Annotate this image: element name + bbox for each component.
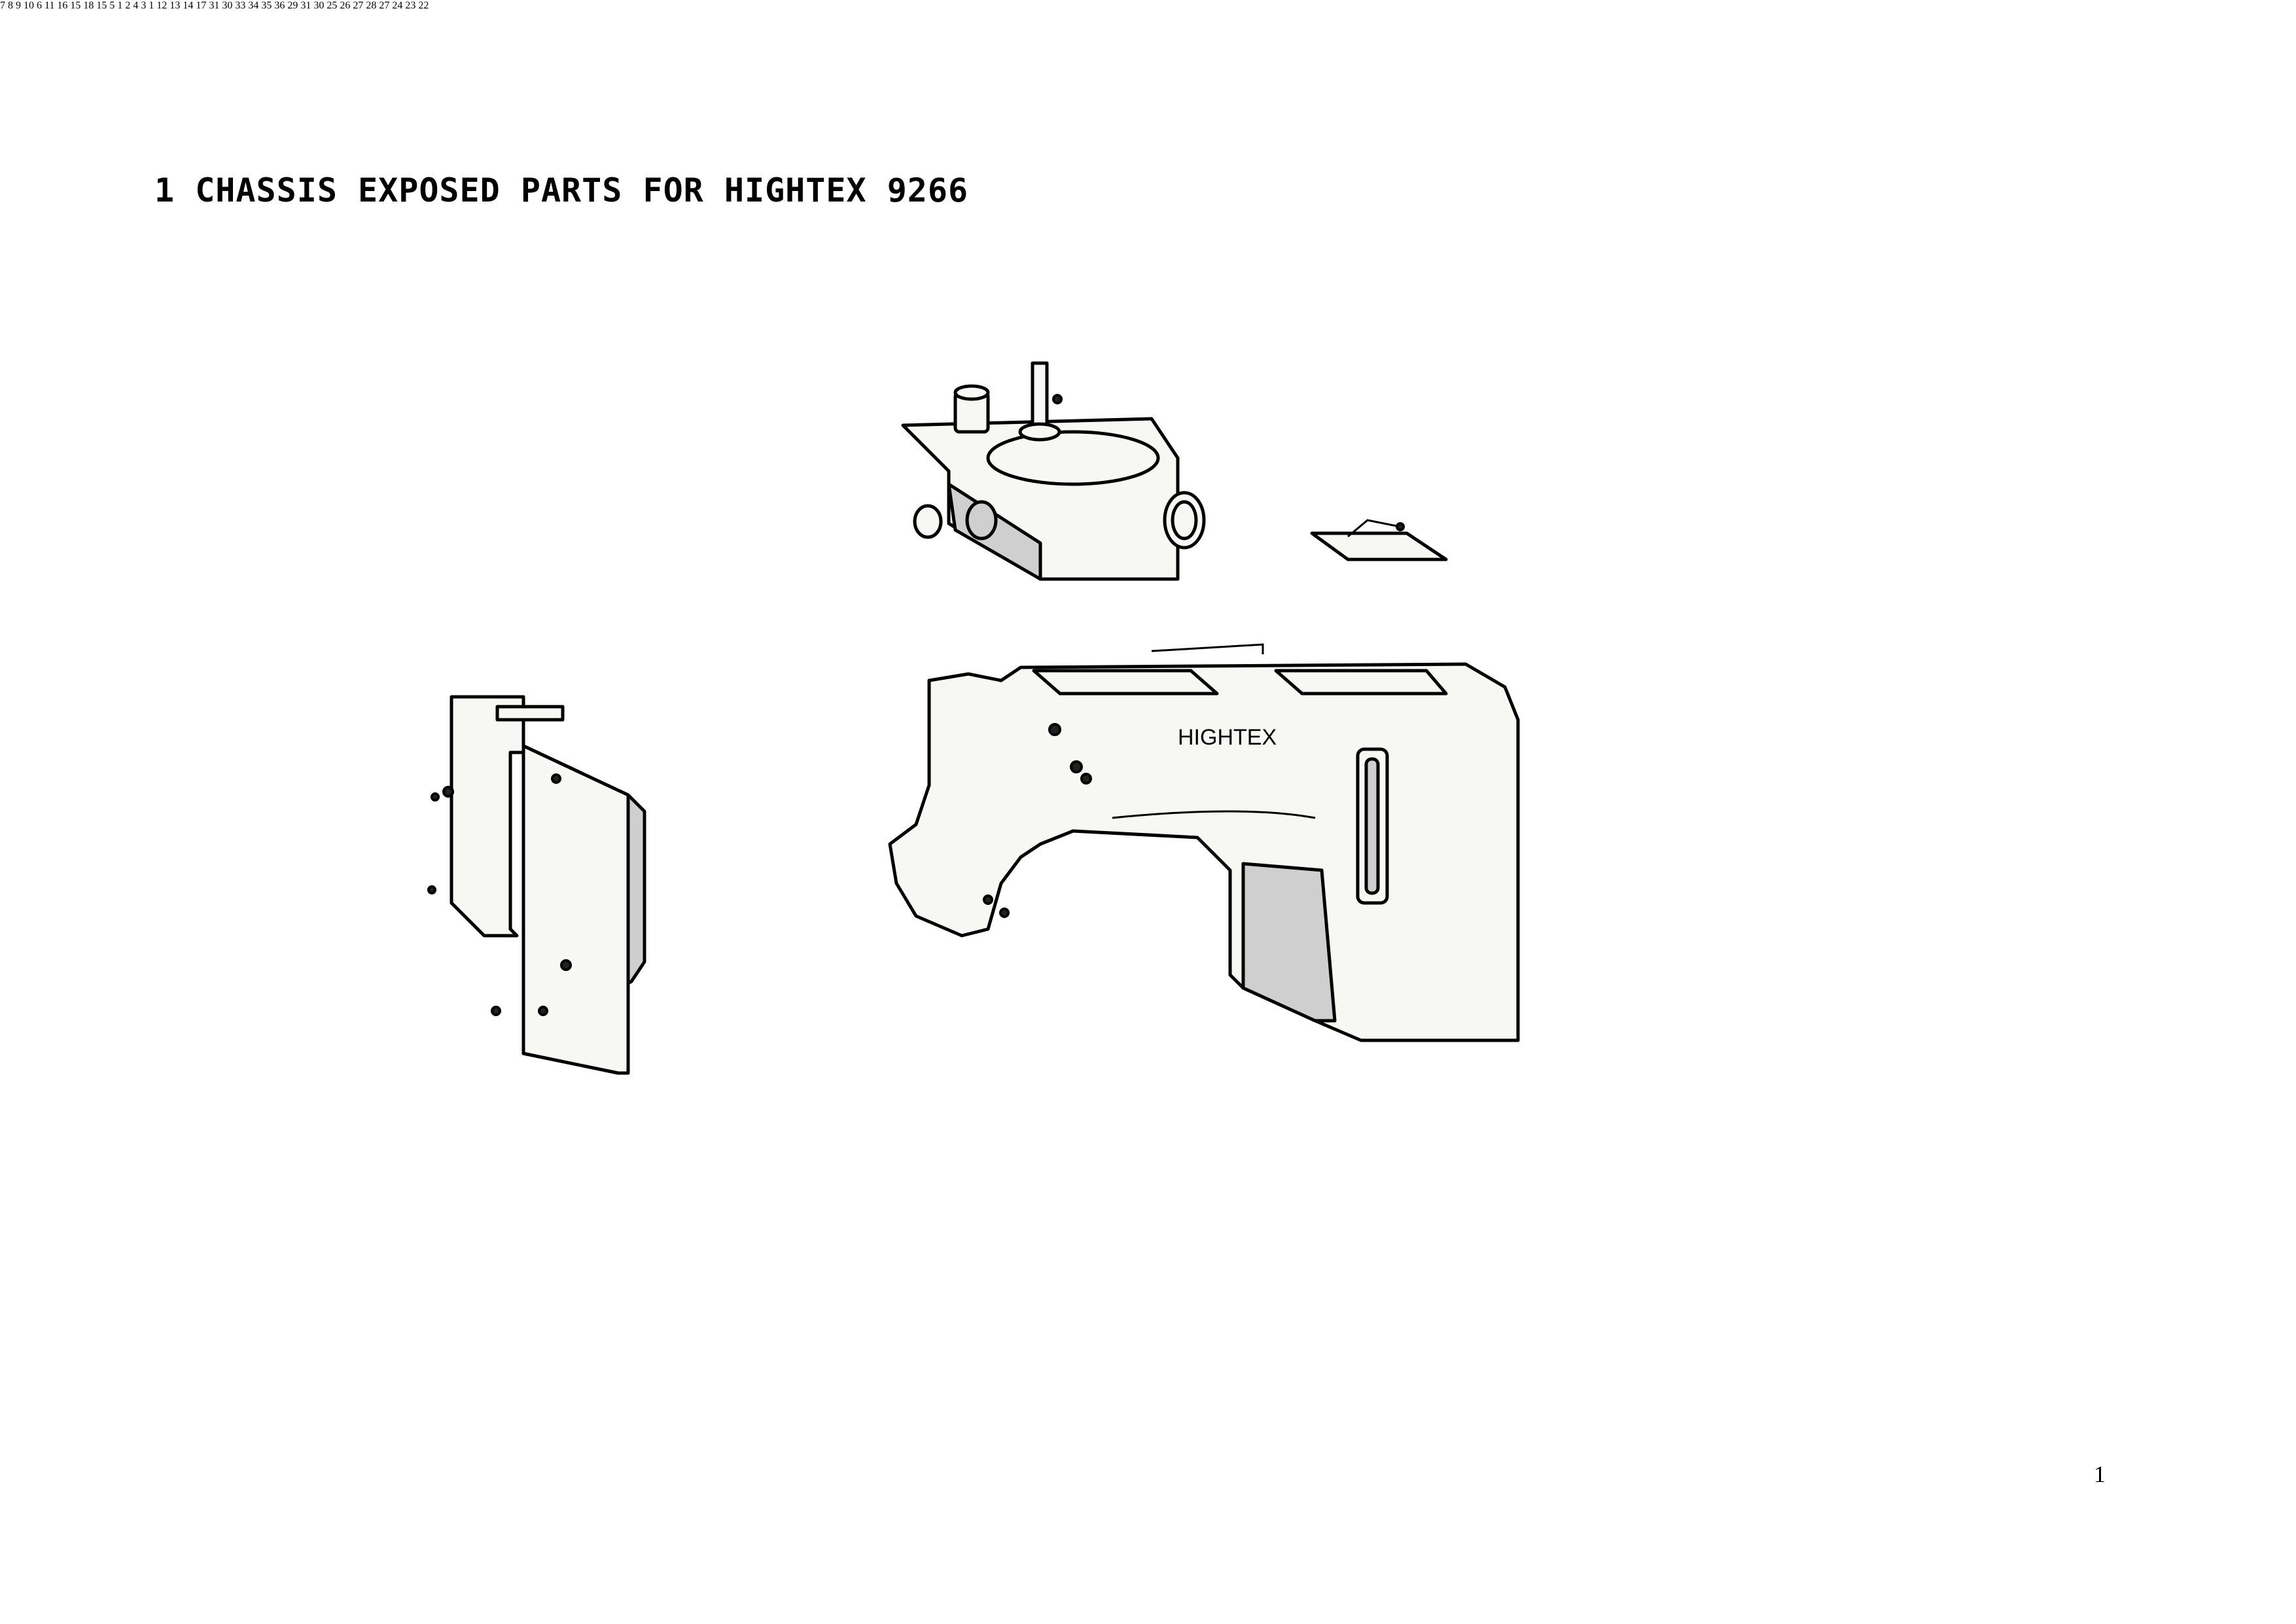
page-number: 1 [2094,1461,2106,1487]
plate-16-assembly [1310,519,1448,561]
callout-13: 13 [169,0,181,11]
callout-9: 9 [16,0,21,11]
callout-14: 14 [183,0,194,11]
bracket-5 [495,705,565,722]
machine-arm [888,662,1520,1042]
housing-hole [965,500,998,540]
callout-1b: 1 [149,0,154,11]
callout-30b: 30 [313,0,325,11]
callout-2: 2 [125,0,131,11]
page-title: 1 CHASSIS EXPOSED PARTS FOR HIGHTEX 9266 [154,171,969,209]
callout-15a: 15 [70,0,81,11]
callout-31b: 31 [300,0,311,11]
callout-27a: 27 [353,0,364,11]
side-cover-assembly [427,695,646,1075]
callout-10: 10 [24,0,34,11]
callout-30a: 30 [222,0,233,11]
gear-housing-assembly [901,361,1206,581]
callout-16: 16 [57,0,68,11]
callout-labels: 7 8 9 10 6 11 16 15 18 15 5 1 2 4 3 1 12… [0,0,429,11]
callout-17: 17 [196,0,207,11]
callout-34: 34 [248,0,259,11]
cover-frame-1 [450,695,525,938]
machine-column-shadow [1241,862,1337,1023]
callout-8: 8 [8,0,13,11]
callout-4: 4 [133,0,139,11]
callout-11: 11 [44,0,55,11]
callout-35: 35 [261,0,272,11]
top-window-right [1274,669,1448,696]
callout-27b: 27 [379,0,390,11]
callout-26: 26 [340,0,351,11]
brand-label: HIGHTEX [1178,725,1277,750]
callout-23: 23 [405,0,416,11]
machine-body [888,643,1520,1042]
screw-9 [1052,394,1063,404]
oil-seal-6 [913,504,943,539]
callout-3: 3 [141,0,147,11]
callout-5: 5 [109,0,115,11]
callout-31a: 31 [209,0,220,11]
callout-28: 28 [366,0,377,11]
top-window-left [1032,669,1219,696]
callout-22: 22 [418,0,429,11]
callout-15b: 15 [96,0,107,11]
callout-36: 36 [274,0,285,11]
callout-1a: 1 [117,0,123,11]
callout-6: 6 [37,0,42,11]
callout-12: 12 [156,0,168,11]
callout-7: 7 [0,0,5,11]
callout-25: 25 [327,0,338,11]
callout-18: 18 [83,0,94,11]
callout-29: 29 [287,0,298,11]
callout-33: 33 [235,0,246,11]
callout-24: 24 [392,0,403,11]
